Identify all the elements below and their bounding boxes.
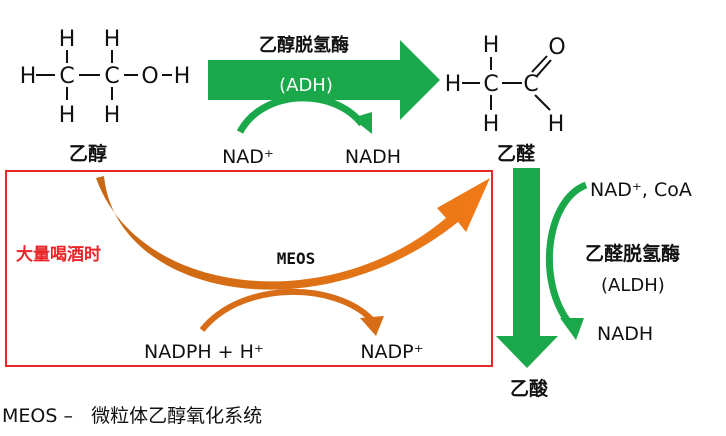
ethanol-atom: H [59, 27, 76, 52]
ethanol-atom: H [104, 103, 121, 128]
acetaldehyde-atom: C [523, 72, 538, 97]
acetaldehyde-atom: H [483, 112, 500, 137]
meos-cofactor-in: NADPH + H⁺ [144, 341, 264, 363]
aldh-cofactor-curve [545, 181, 588, 327]
adh-abbr: (ADH) [279, 75, 333, 96]
acetaldehyde-atom: H [483, 33, 500, 58]
aldh-arrow [496, 168, 558, 368]
acetic-acid-name: 乙酸 [510, 377, 549, 400]
ethanol-name: 乙醇 [69, 142, 107, 165]
ethanol-atom: H [59, 103, 76, 128]
adh-cofactor-arrowhead [352, 112, 372, 134]
acetaldehyde-atom: H [548, 112, 565, 137]
adh-arrow [208, 40, 440, 120]
adh-enzyme-name: 乙醇脱氢酶 [259, 34, 349, 56]
acetaldehyde-structure: H H C C O H H [445, 33, 566, 137]
ethanol-atom: H [104, 27, 121, 52]
acetaldehyde-name: 乙醛 [497, 142, 536, 165]
aldh-cofactor-arrowhead [560, 318, 584, 340]
acetaldehyde-atom: O [548, 35, 565, 60]
meos-main-arrow [96, 176, 490, 290]
meos-box [5, 170, 493, 367]
adh-cofactor-in: NAD⁺ [222, 146, 274, 168]
adh-cofactor-out: NADH [345, 146, 401, 168]
ethanol-atom: H [174, 64, 191, 89]
aldh-enzyme-name: 乙醛脱氢酶 [585, 242, 680, 265]
meos-cofactor-arrowhead [360, 316, 384, 336]
ethanol-atom: C [59, 64, 74, 89]
meos-cofactor-out: NADP⁺ [360, 341, 423, 363]
meos-label: MEOS [277, 249, 316, 268]
acetaldehyde-atom: H [445, 72, 462, 97]
aldh-cofactor-out: NADH [597, 323, 653, 345]
ethanol-structure: H H H C C O H H H [20, 27, 191, 128]
adh-cofactor-curve [236, 94, 365, 134]
aldh-cofactor-in: NAD⁺, CoA [590, 179, 692, 201]
ethanol-atom: O [141, 64, 158, 89]
ethanol-atom: H [20, 64, 37, 89]
footnote: MEOS – 微粒体乙醇氧化系统 [2, 405, 262, 427]
acetaldehyde-atom: C [483, 72, 498, 97]
ethanol-atom: C [104, 64, 119, 89]
meos-box-label: 大量喝酒时 [16, 244, 101, 265]
aldh-abbr: (ALDH) [601, 275, 665, 296]
meos-cofactor-curve [199, 288, 375, 332]
